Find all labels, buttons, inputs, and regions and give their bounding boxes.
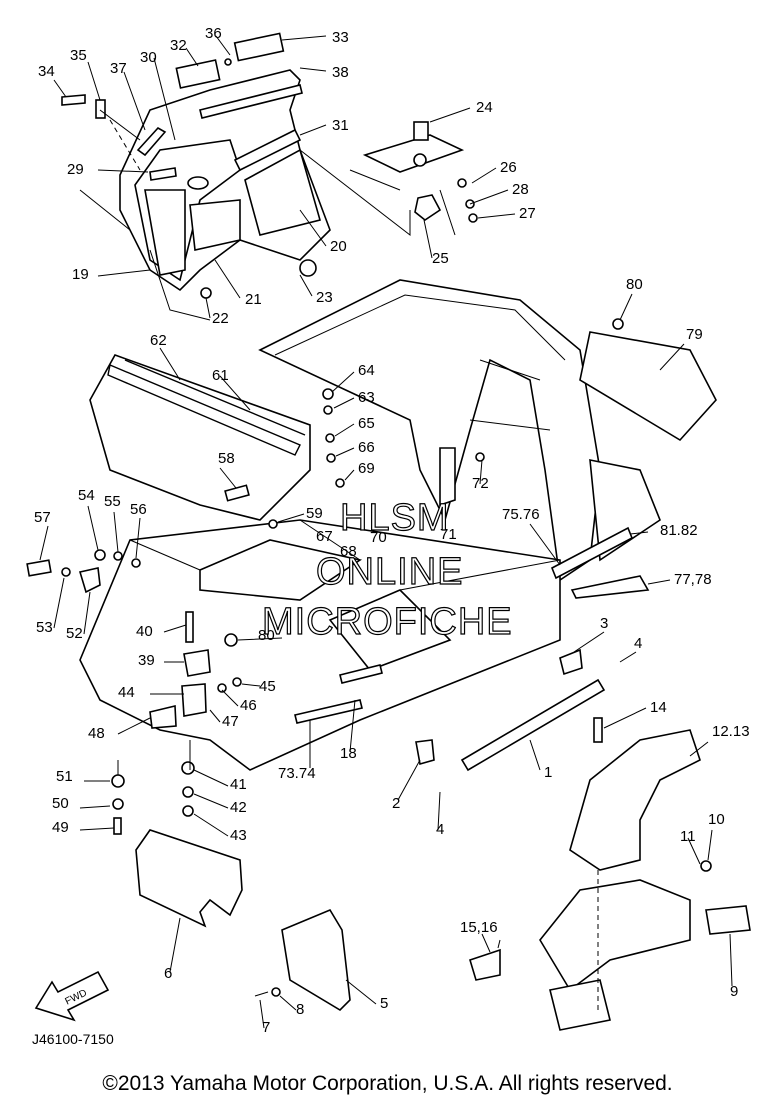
callout-67: 67 — [316, 528, 333, 545]
callout-7: 7 — [262, 1019, 270, 1036]
callout-6: 6 — [164, 965, 172, 982]
callout-4b: 4 — [436, 821, 444, 838]
callout-36: 36 — [205, 25, 222, 42]
callout-21: 21 — [245, 291, 262, 308]
callout-38: 38 — [332, 64, 349, 81]
callout-9: 9 — [730, 983, 738, 1000]
callout-63: 63 — [358, 389, 375, 406]
callout-2: 2 — [392, 795, 400, 812]
callout-54: 54 — [78, 487, 95, 504]
callout-26: 26 — [500, 159, 517, 176]
callout-32: 32 — [170, 37, 187, 54]
callout-14: 14 — [650, 699, 667, 716]
callout-52: 52 — [66, 625, 83, 642]
callout-59: 59 — [306, 505, 323, 522]
callout-72: 72 — [472, 475, 489, 492]
callout-33: 33 — [332, 29, 349, 46]
callout-3: 3 — [600, 615, 608, 632]
callout-45: 45 — [259, 678, 276, 695]
callout-34: 34 — [38, 63, 55, 80]
fwd-arrow: FWD — [34, 970, 110, 1022]
callout-68: 68 — [340, 543, 357, 560]
callout-11: 11 — [680, 828, 696, 845]
callout-80a: 80 — [626, 276, 643, 293]
callout-79: 79 — [686, 326, 703, 343]
callout-4a: 4 — [634, 635, 642, 652]
callout-31: 31 — [332, 117, 349, 134]
rear-window-panel — [89, 354, 311, 521]
callout-43: 43 — [230, 827, 247, 844]
callout-8: 8 — [296, 1001, 304, 1018]
callout-1516: 15,16 — [460, 919, 498, 936]
watermark: HLSM ONLINE MICROFICHE — [261, 496, 513, 643]
mud-flaps — [135, 829, 351, 1012]
callout-24: 24 — [476, 99, 493, 116]
callout-29: 29 — [67, 161, 84, 178]
callout-55: 55 — [104, 493, 121, 510]
callout-25: 25 — [432, 250, 449, 267]
callout-1213: 12.13 — [712, 723, 750, 740]
mount-bracket-group — [299, 121, 478, 237]
callout-18: 18 — [340, 745, 357, 762]
callout-69: 69 — [358, 460, 375, 477]
watermark-line-1: HLSM — [340, 497, 450, 539]
cab-frame — [258, 279, 661, 582]
callout-35: 35 — [70, 47, 87, 64]
callout-47: 47 — [222, 713, 239, 730]
callout-27: 27 — [519, 205, 536, 222]
callout-41: 41 — [230, 776, 247, 793]
callout-22: 22 — [212, 310, 229, 327]
callout-64: 64 — [358, 362, 375, 379]
callout-44: 44 — [118, 684, 135, 701]
callout-39: 39 — [138, 652, 155, 669]
callout-46: 46 — [240, 697, 257, 714]
callout-57: 57 — [34, 509, 51, 526]
callout-50: 50 — [52, 795, 69, 812]
side-rails — [460, 318, 717, 772]
callout-7374: 73.74 — [278, 765, 316, 782]
callout-7778: 77,78 — [674, 571, 712, 588]
callout-19: 19 — [72, 266, 89, 283]
callout-23: 23 — [316, 289, 333, 306]
watermark-line-2: ONLINE — [316, 551, 463, 593]
callout-51: 51 — [56, 768, 73, 785]
callout-37: 37 — [110, 60, 127, 77]
callout-10: 10 — [708, 811, 725, 828]
dashboard-assembly — [61, 32, 331, 321]
fasteners — [26, 388, 603, 949]
callout-61: 61 — [212, 367, 229, 384]
callout-40: 40 — [136, 623, 153, 640]
callout-48: 48 — [88, 725, 105, 742]
callout-30: 30 — [140, 49, 157, 66]
callout-62: 62 — [150, 332, 167, 349]
copyright-notice: ©2013 Yamaha Motor Corporation, U.S.A. A… — [102, 1072, 673, 1095]
leader-lines — [39, 35, 733, 1029]
watermark-line-3: MICROFICHE — [262, 601, 513, 643]
callout-70: 70 — [370, 529, 387, 546]
fender-and-frame — [469, 729, 751, 1031]
callout-80b: 80 — [258, 627, 275, 644]
callout-28: 28 — [512, 181, 529, 198]
callout-53: 53 — [36, 619, 53, 636]
callout-20: 20 — [330, 238, 347, 255]
callout-65: 65 — [358, 415, 375, 432]
callout-58: 58 — [218, 450, 235, 467]
callout-66: 66 — [358, 439, 375, 456]
callout-7576: 75.76 — [502, 506, 540, 523]
drawing-code: J46100-7150 — [32, 1031, 114, 1047]
callout-8182: 81.82 — [660, 522, 698, 539]
callout-56: 56 — [130, 501, 147, 518]
callout-1: 1 — [544, 764, 552, 781]
callout-5: 5 — [380, 995, 388, 1012]
callout-71: 71 — [440, 526, 457, 543]
callout-49: 49 — [52, 819, 69, 836]
callout-42: 42 — [230, 799, 247, 816]
